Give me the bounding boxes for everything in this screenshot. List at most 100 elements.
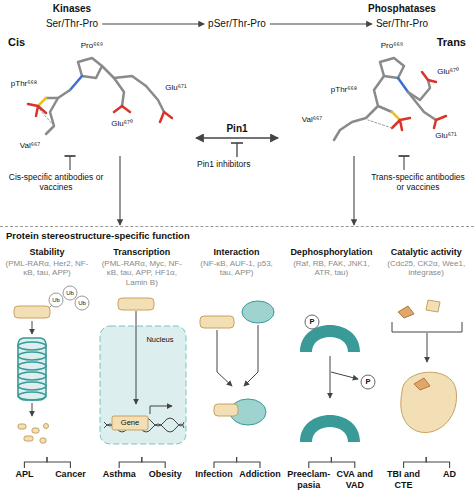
- node-heading: Ser/Thr-Pro: [46, 18, 98, 30]
- connector: [119, 156, 120, 225]
- disease-label: Infection: [191, 469, 237, 480]
- connector: [353, 156, 354, 225]
- motif-label: Ser/Thr-Pro: [46, 18, 98, 30]
- function-column: Catalytic activity(Cdc25, CK2α, Wee1, in…: [379, 247, 473, 457]
- glu-oxygens: [114, 106, 130, 112]
- connector: [214, 457, 237, 468]
- node-body: (NF-κB, AUF-1, p53, tau, APP): [190, 258, 284, 278]
- residue-label: Pro⁶⁶⁹: [381, 42, 403, 50]
- motif-label: pSer/Thr-Pro: [208, 18, 266, 30]
- node-heading: Ser/Thr-Pro: [376, 18, 428, 30]
- node-heading: Addiction: [237, 469, 283, 480]
- connector: [331, 457, 354, 468]
- arrow: [136, 311, 137, 404]
- connector: [69, 156, 70, 170]
- residue-label: pThr⁶⁶⁸: [11, 80, 37, 88]
- thr-side: [46, 97, 58, 100]
- function-column: Stability(PML-RARα, Her2, NF-κB, tau, AP…: [0, 247, 94, 457]
- enzyme: [401, 372, 457, 432]
- node-heading: Pin1 inhibitors: [197, 159, 250, 169]
- arrow: [32, 403, 33, 416]
- residue-label: pThr⁶⁶⁸: [331, 86, 357, 94]
- node-heading: Infection: [191, 469, 237, 480]
- residue-label: Val⁶⁶⁷: [20, 142, 40, 150]
- inhibitor-line: [236, 143, 237, 157]
- part-label: Ub: [78, 300, 86, 306]
- node-heading: CVA and VAD: [332, 469, 378, 491]
- phosphatase: [300, 415, 360, 442]
- connector: [426, 457, 449, 468]
- protein: [118, 298, 154, 310]
- ub-circle: [75, 296, 89, 310]
- node-heading: Dephosphorylation: [284, 247, 378, 258]
- node-heading: Interaction: [190, 247, 284, 258]
- enzyme-label: Kinases: [53, 4, 91, 14]
- substrate: [414, 378, 430, 390]
- part-label: Ub: [52, 297, 60, 303]
- node-heading: APL: [1, 469, 47, 480]
- arrow: [150, 406, 172, 414]
- part-label: Ub: [66, 290, 74, 296]
- function-column: Interaction(NF-κB, AUF-1, p53, tau, APP): [190, 247, 284, 457]
- connector: [102, 23, 204, 24]
- phosphate-circle: [305, 315, 319, 329]
- edge-label: Pin1: [224, 124, 249, 134]
- backbone-n: [70, 76, 82, 90]
- disease-label: Asthma: [96, 469, 142, 480]
- part-label: Gene: [121, 419, 139, 427]
- protein: [14, 306, 50, 318]
- transcription-art: [100, 298, 186, 444]
- glu-oxygens: [422, 72, 436, 82]
- node-heading: Cis-specific antibodies or vaccines: [6, 172, 106, 192]
- residue-label: Glu⁶⁷⁰: [437, 68, 459, 76]
- cis-structure: [28, 58, 172, 134]
- protein: [200, 316, 234, 328]
- glu-side: [114, 76, 164, 112]
- residue-label: Glu⁶⁷¹: [435, 132, 456, 140]
- connector: [404, 457, 427, 468]
- phosphate-oxygens: [392, 118, 410, 130]
- node-heading: Trans-specific antibodies or vaccines: [368, 172, 468, 192]
- enzyme-label: Phosphatases: [368, 4, 436, 14]
- gene-box: [112, 416, 148, 430]
- h-bond: [368, 120, 392, 128]
- catalytic-art: [392, 300, 462, 433]
- function-column: Dephosphorylation(Raf, RB, FAK, JNK1, AT…: [284, 247, 378, 457]
- node-body: (Raf, RB, FAK, JNK1, ATR, tau): [284, 258, 378, 278]
- node-heading: Stability: [0, 247, 94, 258]
- part-label: P: [365, 378, 370, 386]
- thr-side: [378, 106, 392, 112]
- ub-circle: [49, 293, 63, 307]
- stability-art: [14, 286, 89, 443]
- backbone-n: [398, 78, 408, 92]
- node-heading: Catalytic activity: [379, 247, 473, 258]
- connector: [24, 457, 47, 468]
- motif-label: Ser/Thr-Pro: [376, 18, 428, 30]
- dephosphorylation-art: [300, 315, 375, 442]
- interaction-art: [200, 301, 274, 425]
- connector: [309, 457, 332, 468]
- node-heading: Trans: [280, 36, 466, 49]
- node-body: (PML-RARα, Her2, NF-κB, tau, APP): [0, 258, 94, 278]
- node-body: (Cdc25, CK2α, Wee1, integrase): [379, 258, 473, 278]
- node-heading: Preeclam- pasia: [286, 469, 332, 491]
- node-heading: Protein stereostructure-specific functio…: [0, 227, 474, 244]
- complex: [214, 404, 238, 416]
- node-heading: TBI and CTE: [381, 469, 427, 491]
- arrow: [32, 321, 33, 334]
- glu-oxygens: [434, 116, 446, 128]
- therapy-note: Cis-specific antibodies or vaccines: [6, 172, 106, 192]
- node-heading: pSer/Thr-Pro: [208, 18, 266, 30]
- node-heading: AD: [427, 469, 473, 480]
- substrate: [426, 300, 440, 312]
- partner: [242, 301, 274, 323]
- glu-side: [408, 92, 436, 120]
- residue-label: Pro⁶⁶⁹: [81, 42, 103, 50]
- disease-label: AD: [427, 469, 473, 480]
- part-label: Nucleus: [146, 336, 173, 344]
- h-bond: [40, 110, 54, 126]
- nucleus: [100, 326, 186, 444]
- disease-label: Addiction: [237, 469, 283, 480]
- phosphate: [392, 112, 400, 120]
- backbone: [46, 90, 70, 134]
